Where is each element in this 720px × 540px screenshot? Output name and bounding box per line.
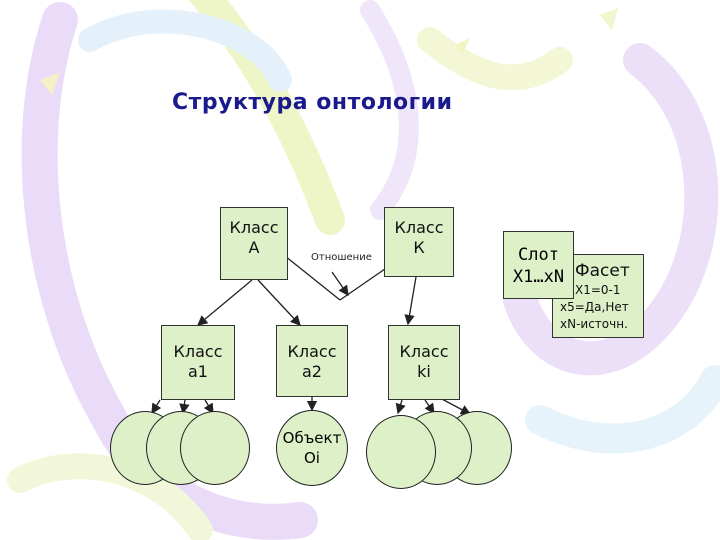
edge-a1-inst-1 — [151, 399, 162, 415]
edge-ki-inst-3 — [439, 397, 472, 415]
slot-range: X1…xN — [512, 267, 565, 287]
object-name: Oi — [304, 449, 320, 467]
instance-a1-circle-3 — [180, 411, 250, 485]
class-a2-box: Класс а2 — [276, 325, 348, 397]
diagram-title: Структура онтологии — [172, 90, 453, 115]
facet-line-2: x5=Да,Нет — [560, 300, 629, 314]
class-ki-box: Класс ki — [388, 325, 460, 400]
class-ki-name: ki — [417, 362, 431, 381]
object-oi: Объект Oi — [276, 410, 348, 486]
edge-k-to-ki — [404, 276, 417, 326]
instance-ki-circle-1 — [366, 415, 436, 489]
edge-relation-arrow — [331, 271, 349, 297]
edge-ki-inst-1 — [395, 399, 406, 415]
facet-line-3: xN-источн. — [560, 317, 628, 331]
class-a-box: Класс А — [220, 207, 288, 280]
class-k-name: К — [413, 238, 425, 257]
slot-box: Слот X1…xN — [503, 231, 574, 299]
class-a-name: А — [248, 238, 260, 257]
class-a-label: Класс — [229, 218, 279, 237]
facet-line-1: X1=0-1 — [575, 283, 621, 297]
edge-a-to-a1 — [197, 279, 253, 326]
object-label: Объект — [282, 429, 342, 447]
class-k-label: Класс — [394, 218, 444, 237]
class-k-box: Класс К — [384, 207, 454, 277]
slot-title: Слот — [518, 245, 559, 265]
class-a2-name: а2 — [302, 362, 322, 381]
facet-title: Фасет — [575, 261, 630, 281]
edge-relation-from-a — [284, 255, 341, 301]
class-a1-box: Класс а1 — [161, 325, 235, 400]
edge-ki-inst-2 — [424, 399, 435, 415]
edge-a-to-a2 — [257, 279, 301, 326]
class-a2-label: Класс — [287, 342, 337, 361]
edge-a1-inst-2 — [179, 399, 190, 415]
edge-a1-inst-3 — [203, 399, 214, 415]
relation-label: Отношение — [311, 252, 372, 263]
class-a1-name: а1 — [188, 362, 208, 381]
class-a1-label: Класс — [173, 342, 223, 361]
class-ki-label: Класс — [399, 342, 449, 361]
